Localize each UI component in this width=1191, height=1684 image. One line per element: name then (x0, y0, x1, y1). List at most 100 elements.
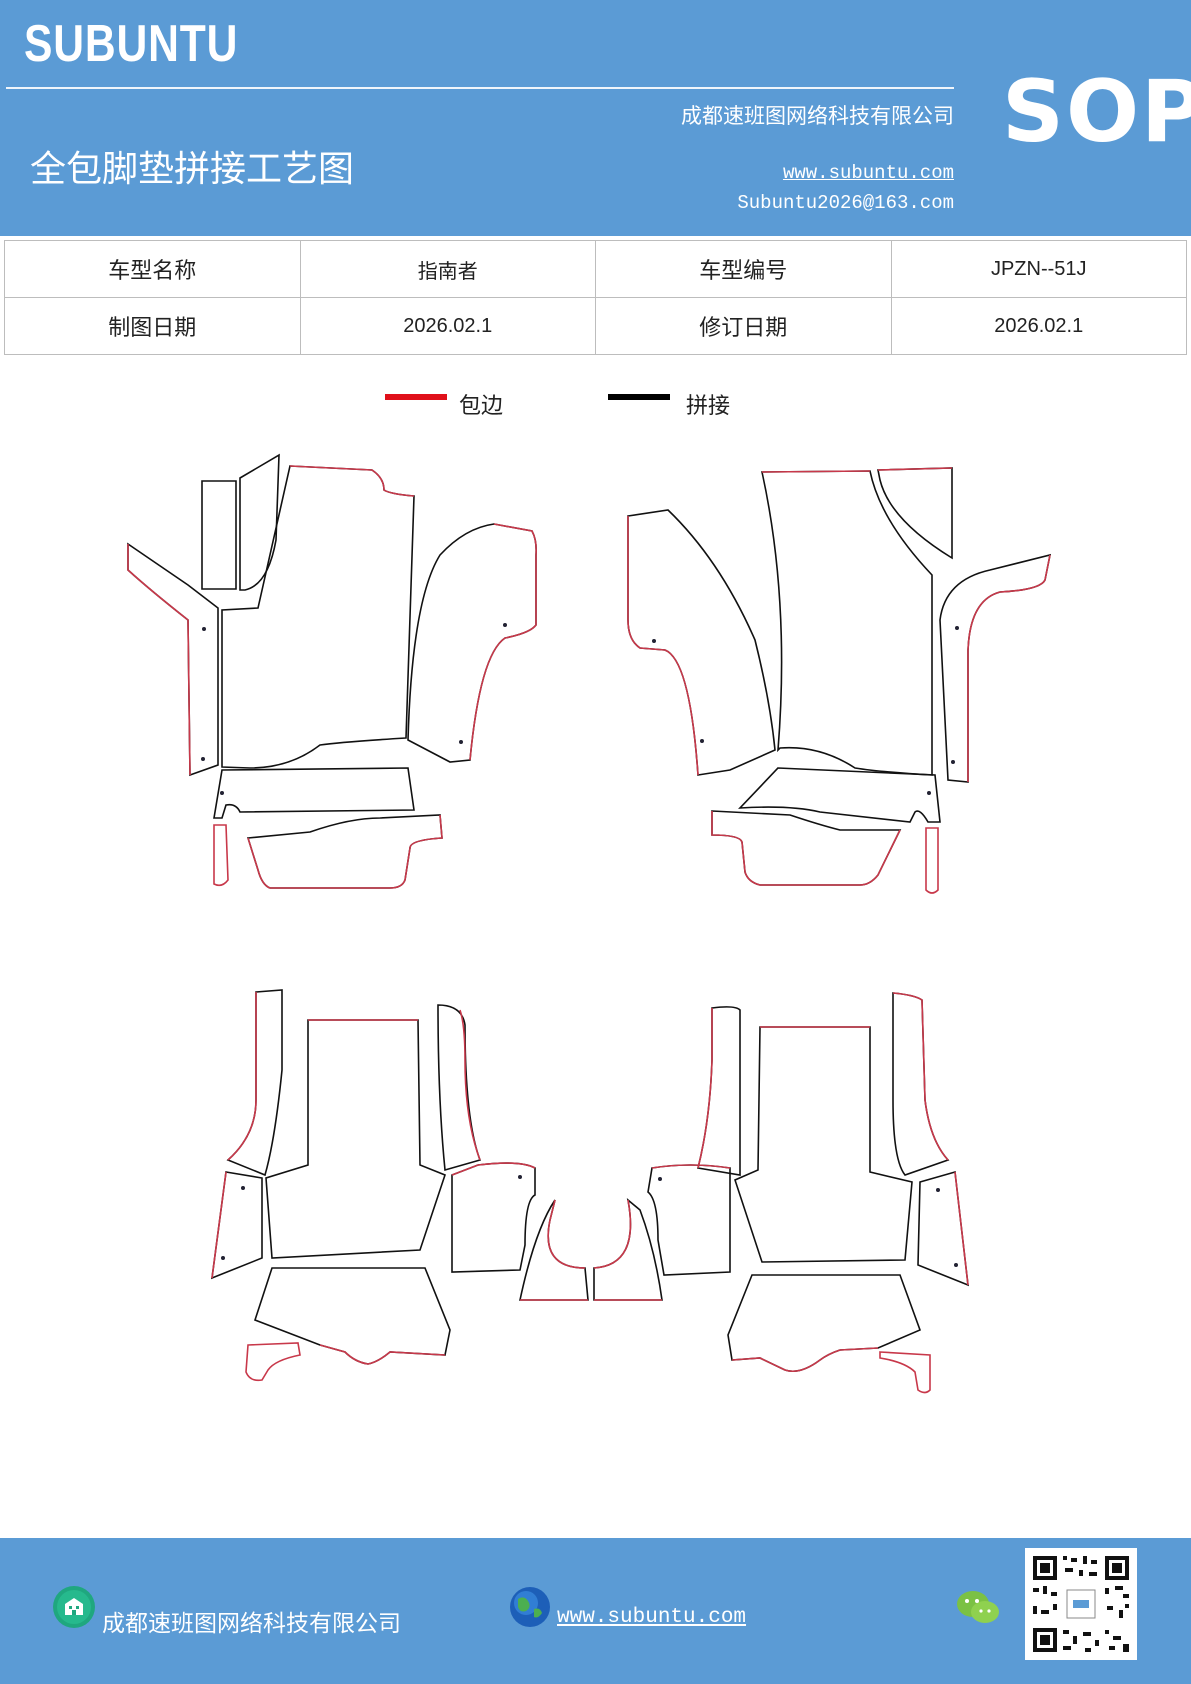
mat-piece-edge (227, 992, 257, 1161)
front-right-mat-group (627, 467, 1052, 894)
mat-piece-edge (697, 1008, 713, 1169)
mat-piece-edge (319, 1344, 446, 1365)
hole-marker (220, 791, 224, 795)
qr-code-icon[interactable] (1025, 1548, 1137, 1660)
mat-piece (451, 1162, 536, 1273)
mat-piece (201, 480, 237, 590)
legend: 包边 拼接 (0, 382, 1191, 422)
mat-piece (254, 1267, 451, 1365)
mat-piece-edge (879, 1351, 931, 1394)
mat-piece (437, 1004, 482, 1172)
mat-piece-edge (954, 1171, 969, 1286)
hole-marker (652, 639, 656, 643)
mat-piece (734, 1026, 913, 1263)
table-cell: 制图日期 (4, 297, 301, 355)
mat-piece-edge (761, 470, 871, 473)
company-name: 成都速班图网络科技有限公司 (681, 104, 954, 128)
mat-piece-edge (289, 465, 415, 497)
table-cell: 车型名称 (4, 240, 301, 298)
hole-marker (202, 627, 206, 631)
mat-piece-edge (247, 814, 443, 889)
legend-swatch-joint (608, 394, 670, 400)
hole-marker (936, 1188, 940, 1192)
mat-piece-edge (451, 1162, 536, 1176)
table-cell: 修订日期 (595, 297, 892, 355)
hole-marker (700, 739, 704, 743)
mat-piece (647, 1164, 731, 1276)
logo: SUBUNTU (24, 15, 239, 73)
hole-marker (955, 626, 959, 630)
hole-marker (658, 1177, 662, 1181)
mat-piece (593, 1197, 663, 1301)
header-divider (6, 87, 954, 89)
table-cell: JPZN--51J (890, 240, 1187, 298)
hole-marker (518, 1175, 522, 1179)
mat-piece (127, 542, 219, 777)
mat-piece (761, 470, 933, 776)
legend-swatch-edge (385, 394, 447, 400)
front-left-mat-group (127, 453, 537, 889)
mat-piece (697, 1006, 741, 1176)
mat-piece (213, 767, 415, 819)
website-link[interactable]: www.subuntu.com (782, 162, 954, 184)
table-row: 制图日期 2026.02.1 修订日期 2026.02.1 (4, 297, 1187, 355)
table-cell: 2026.02.1 (890, 297, 1187, 355)
table-cell: 指南者 (299, 240, 596, 298)
mat-piece-edge (731, 1347, 879, 1373)
mat-piece-edge (925, 827, 939, 894)
mat-piece-edge (211, 1171, 227, 1279)
mat-piece-edge (213, 824, 229, 887)
hole-marker (954, 1263, 958, 1267)
footer-website-link[interactable]: www.subuntu.com (557, 1606, 747, 1629)
mat-piece (627, 509, 776, 776)
mat-piece (877, 467, 953, 560)
mat-piece-edge (469, 523, 537, 761)
mat-piece-edge (711, 811, 901, 886)
page-title: 全包脚垫拼接工艺图 (30, 149, 355, 190)
hole-marker (927, 791, 931, 795)
hole-marker (459, 740, 463, 744)
mat-piece-edge (892, 992, 949, 1161)
footer: 成都速班图网络科技有限公司 www.subuntu.com (0, 1538, 1191, 1684)
footer-company: 成都速班图网络科技有限公司 (102, 1611, 401, 1637)
mat-piece (226, 989, 283, 1177)
mat-piece-edge (459, 1009, 481, 1161)
hole-marker (503, 623, 507, 627)
mat-piece-edge (127, 544, 191, 776)
mat-piece-edge (651, 1164, 731, 1169)
floor-mat-pattern-drawing (127, 453, 1052, 1394)
legend-label-edge: 包边 (459, 394, 504, 419)
mat-piece (407, 523, 537, 763)
mat-piece-edge (520, 1199, 588, 1301)
info-table: 车型名称 指南者 车型编号 JPZN--51J 制图日期 2026.02.1 修… (4, 240, 1187, 355)
mat-piece (265, 1019, 446, 1259)
mat-piece (519, 1199, 589, 1301)
table-row: 车型名称 指南者 车型编号 JPZN--51J (4, 240, 1187, 298)
mounting-holes (201, 623, 959, 1267)
mat-piece (221, 465, 415, 769)
table-cell: 2026.02.1 (299, 297, 596, 355)
rear-right-mat-group (593, 992, 969, 1394)
sop-badge: SOP (1002, 62, 1191, 162)
header: SUBUNTU 成都速班图网络科技有限公司 全包脚垫拼接工艺图 www.subu… (0, 0, 1191, 236)
mat-piece-edge (967, 554, 1051, 782)
mat-piece-edge (593, 1199, 662, 1301)
hole-marker (221, 1256, 225, 1260)
mat-piece-edge (877, 467, 953, 471)
building-icon (53, 1586, 95, 1628)
globe-icon (510, 1587, 550, 1627)
mat-piece (738, 767, 941, 823)
mat-piece-edge (245, 1342, 301, 1382)
mat-piece (939, 553, 1052, 783)
mat-piece (711, 810, 902, 886)
mat-piece (917, 1170, 969, 1287)
email-address[interactable]: Subuntu2026@163.com (737, 192, 954, 214)
table-cell: 车型编号 (595, 240, 892, 298)
hole-marker (201, 757, 205, 761)
wechat-icon (957, 1591, 999, 1623)
hole-marker (241, 1186, 245, 1190)
mat-piece (246, 814, 443, 889)
hole-marker (951, 760, 955, 764)
mat-piece (239, 453, 280, 591)
mat-piece-edge (627, 516, 699, 776)
